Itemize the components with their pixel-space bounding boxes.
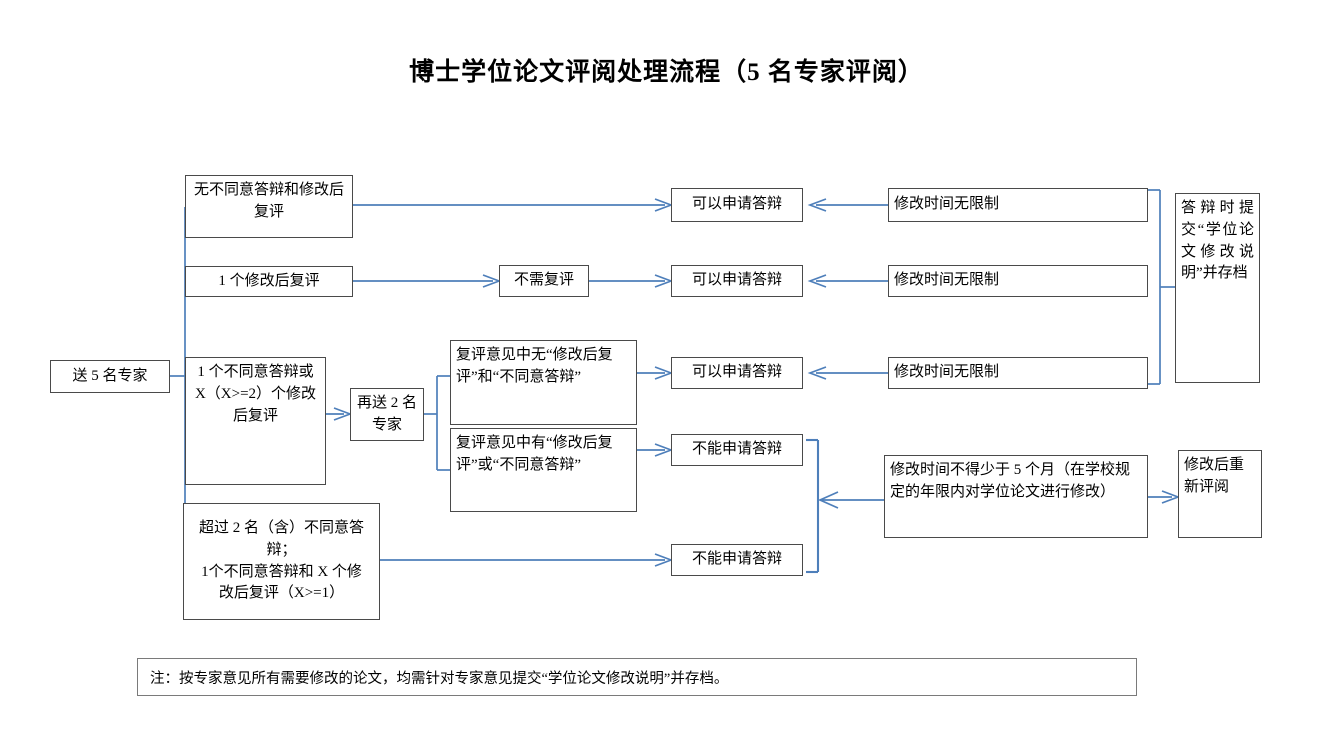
- node-branch-one-revise[interactable]: 1 个修改后复评: [185, 266, 353, 297]
- page-title: 博士学位论文评阅处理流程（5 名专家评阅）: [409, 59, 924, 86]
- node-archive[interactable]: 答辩时提交“学位论文修改说明”并存档: [1175, 193, 1260, 383]
- node-branch-over-two[interactable]: 超过 2 名（含）不同意答 辩； 1个不同意答辩和 X 个修 改后复评（X>=1…: [183, 503, 380, 620]
- node-branch-one-objection[interactable]: 1 个不同意答辩或 X（X>=2）个修改后复评: [185, 357, 326, 485]
- node-review-no-issue[interactable]: 复评意见中无“修改后复评”和“不同意答辩”: [450, 340, 637, 425]
- node-unlimited-time-2[interactable]: 修改时间无限制: [888, 265, 1148, 297]
- node-cannot-defend-2[interactable]: 不能申请答辩: [671, 544, 803, 576]
- footer-note-text: 注：按专家意见所有需要修改的论文，均需针对专家意见提交“学位论文修改说明”并存档…: [150, 670, 729, 687]
- node-no-review-needed[interactable]: 不需复评: [499, 265, 589, 297]
- node-can-defend-2[interactable]: 可以申请答辩: [671, 265, 803, 297]
- node-unlimited-time-1[interactable]: 修改时间无限制: [888, 188, 1148, 222]
- node-min-five-months[interactable]: 修改时间不得少于 5 个月（在学校规定的年限内对学位论文进行修改）: [884, 455, 1148, 538]
- node-send-two-more[interactable]: 再送 2 名专家: [350, 388, 424, 441]
- node-review-has-issue[interactable]: 复评意见中有“修改后复评”或“不同意答辩”: [450, 428, 637, 512]
- node-cannot-defend-1[interactable]: 不能申请答辩: [671, 434, 803, 466]
- node-start[interactable]: 送 5 名专家: [50, 360, 170, 393]
- node-branch-no-objection[interactable]: 无不同意答辩和修改后复评: [185, 175, 353, 238]
- node-unlimited-time-3[interactable]: 修改时间无限制: [888, 357, 1148, 389]
- footer-note: 注：按专家意见所有需要修改的论文，均需针对专家意见提交“学位论文修改说明”并存档…: [137, 658, 1137, 696]
- node-re-review[interactable]: 修改后重新评阅: [1178, 450, 1262, 538]
- node-can-defend-1[interactable]: 可以申请答辩: [671, 188, 803, 222]
- node-can-defend-3[interactable]: 可以申请答辩: [671, 357, 803, 389]
